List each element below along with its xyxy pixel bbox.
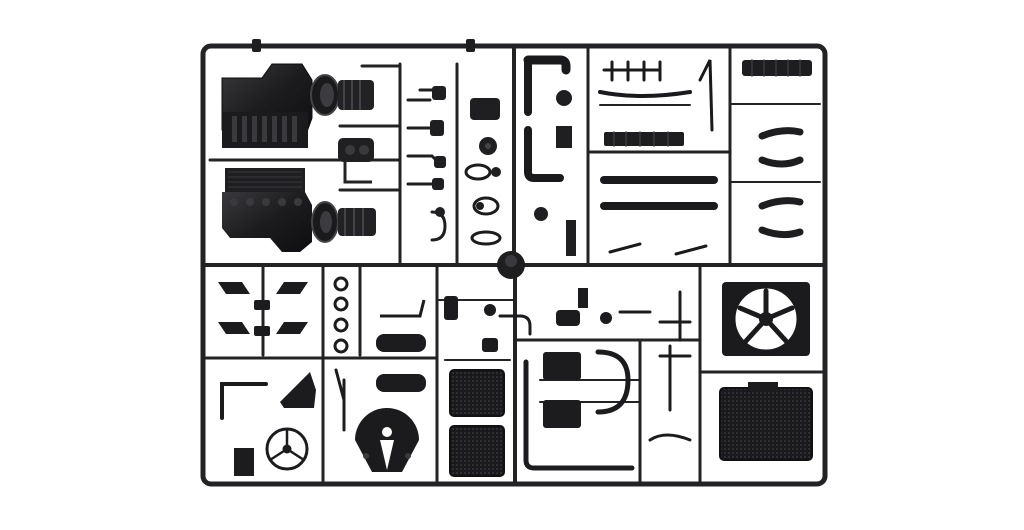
- fittings-column: [406, 86, 447, 242]
- exhaust-pipes: [523, 55, 576, 256]
- ring-parts: [333, 276, 349, 354]
- small-fittings: [444, 288, 692, 352]
- sprue-frame: [200, 43, 828, 487]
- pump-housing: [338, 138, 374, 184]
- radiator-core: [719, 382, 813, 461]
- engine-block-lower: [222, 168, 376, 252]
- fifth-wheel: [355, 408, 419, 472]
- cab-details: [220, 368, 346, 476]
- pulley-belts: [464, 98, 502, 246]
- manifolds: [598, 59, 718, 256]
- engine-block-upper: [221, 63, 374, 148]
- battery-boxes: [449, 369, 505, 477]
- radiator-fan: [722, 282, 810, 356]
- intake-parts: [742, 59, 812, 239]
- seat-brackets: [218, 282, 308, 336]
- tank-supports: [523, 344, 692, 471]
- steering-wheel: [265, 427, 309, 471]
- gate-tabs: [252, 39, 525, 279]
- air-tanks: [376, 299, 426, 392]
